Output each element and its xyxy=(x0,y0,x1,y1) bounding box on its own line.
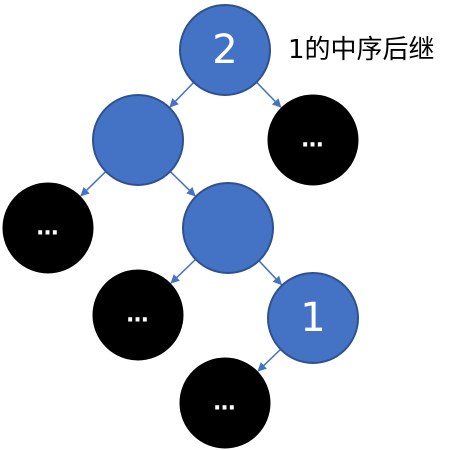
node-label-node-1-left-leaf: … xyxy=(214,391,237,416)
node-circle-left xyxy=(92,94,184,186)
node-label-node-1: 1 xyxy=(300,295,325,341)
node-label-root: 2 xyxy=(212,27,237,73)
tree-node-right-leaf: … xyxy=(267,94,359,186)
edge-left-to-left-left-leaf xyxy=(80,168,110,197)
tree-node-node-1-left-leaf: … xyxy=(179,357,271,449)
node-circle-root xyxy=(179,4,271,96)
node-circle-node-1 xyxy=(267,272,359,364)
annotation-title: 1的中序后继 xyxy=(288,35,435,65)
node-label-left-left-leaf: … xyxy=(37,216,60,241)
tree-node-lr-left-leaf: … xyxy=(92,269,184,361)
edge-left-right-to-node-1 xyxy=(255,257,283,286)
tree-node-left xyxy=(92,94,184,186)
node-circle-right-leaf xyxy=(267,94,359,186)
node-circle-left-left-leaf xyxy=(2,182,94,274)
tree-node-node-1: 1 xyxy=(267,272,359,364)
edges-layer xyxy=(80,78,285,372)
edge-left-to-left-right xyxy=(166,168,196,197)
node-label-lr-left-leaf: … xyxy=(127,303,150,328)
edge-left-right-to-lr-left-leaf xyxy=(170,255,200,284)
node-circle-lr-left-leaf xyxy=(92,269,184,361)
tree-node-left-right xyxy=(182,182,274,274)
nodes-layer: 2 … … … 1 … xyxy=(2,4,359,449)
node-label-right-leaf: … xyxy=(302,128,325,153)
tree-node-left-left-leaf: … xyxy=(2,182,94,274)
edge-root-to-left xyxy=(169,78,198,108)
node-circle-left-right xyxy=(182,182,274,274)
edge-node-1-to-node-1-left-leaf xyxy=(257,345,285,372)
edge-root-to-right-leaf xyxy=(253,78,282,108)
tree-node-root: 2 xyxy=(179,4,271,96)
node-circle-node-1-left-leaf xyxy=(179,357,271,449)
